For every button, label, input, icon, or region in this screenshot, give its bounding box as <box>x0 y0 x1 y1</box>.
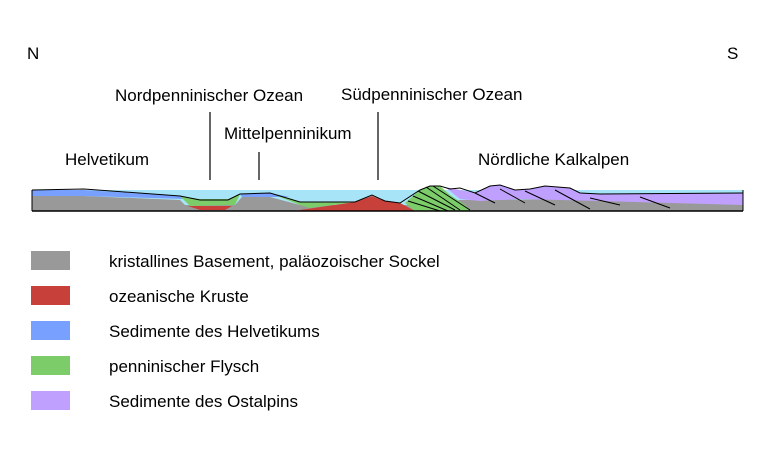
label-nordpenninisch: Nordpenninischer Ozean <box>115 86 304 105</box>
legend-label-flysch: penninischer Flysch <box>109 357 260 376</box>
south-label: S <box>727 44 739 63</box>
oceanic-crust <box>188 196 415 211</box>
legend-swatch-basement <box>31 251 70 270</box>
legend-label-crust: ozeanische Kruste <box>109 287 249 306</box>
legend-swatch-flysch <box>31 356 70 375</box>
legend-label-basement: kristallines Basement, paläozoischer Soc… <box>109 252 440 271</box>
flysch-basin <box>180 193 355 208</box>
legend-swatch-helvetic <box>31 321 70 340</box>
legend-swatch-ostalpin <box>31 391 70 410</box>
north-label: N <box>27 44 40 63</box>
label-suedpenninisch: Südpenninischer Ozean <box>341 85 523 104</box>
label-mittelpenninikum: Mittelpenninikum <box>224 124 352 143</box>
helvetic-sediments <box>32 190 290 199</box>
label-helvetikum: Helvetikum <box>65 150 150 169</box>
legend-label-helvetic: Sedimente des Helvetikums <box>109 322 320 341</box>
legend-swatch-crust <box>31 286 70 305</box>
label-kalkalpen: Nördliche Kalkalpen <box>478 150 630 169</box>
legend-label-ostalpin: Sedimente des Ostalpins <box>109 392 298 411</box>
